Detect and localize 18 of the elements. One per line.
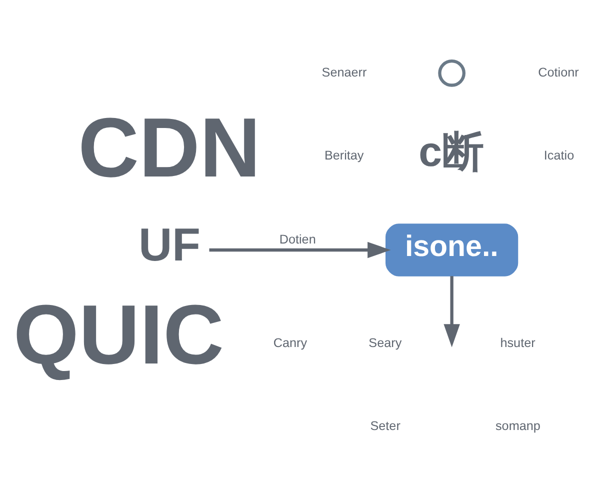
label: Canry [272,336,307,350]
edge-label: Dotien [278,232,316,246]
label: Cotionr [538,65,578,80]
node-text: UF [138,218,200,271]
label: somanp [495,419,540,434]
label: hsuter [500,336,535,350]
label: Seter [370,419,400,434]
label: Senaerr [321,65,366,80]
node-box: isone.. [385,224,518,276]
label: Seary [368,336,402,350]
label: Beritay [324,148,364,163]
arrow [208,242,390,258]
node-circle [438,59,465,87]
label: CDN [78,100,260,194]
node-text: c断 [418,128,484,175]
label: Icatio [543,148,574,163]
arrow [443,276,460,348]
label: QUIC [12,288,224,382]
